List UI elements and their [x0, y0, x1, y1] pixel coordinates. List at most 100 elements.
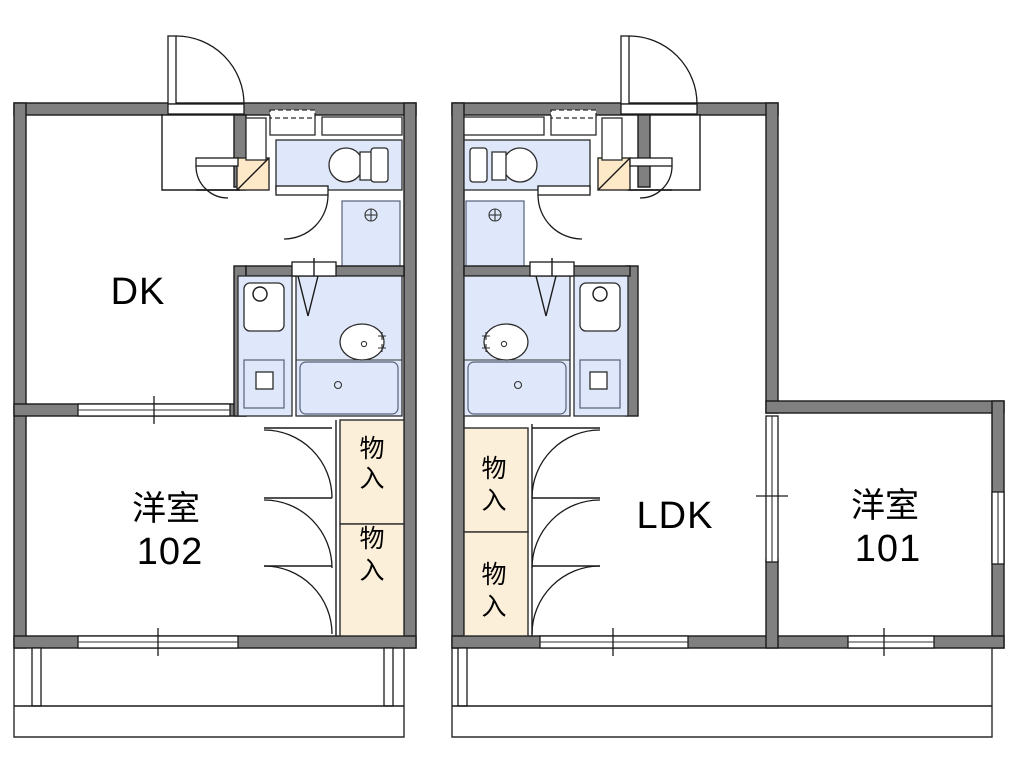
entrance-door-swing-101 — [628, 35, 698, 105]
kitchen-burner-101 — [589, 371, 608, 390]
window-right-101[interactable] — [991, 491, 1005, 565]
toilet-room-102 — [275, 139, 403, 240]
closets-101: 物 入 物 入 — [463, 424, 601, 637]
entrance-door-101[interactable] — [620, 35, 698, 115]
entrance-tile-diag-102 — [236, 157, 270, 191]
genkan-door-swing-102 — [195, 165, 229, 199]
closet-swing-upper-102 — [263, 429, 333, 499]
overhead-cupboards-102 — [269, 109, 403, 136]
wall-entry-vert-101 — [637, 114, 651, 188]
bedroom-label-jp-101: 洋室 — [851, 487, 919, 525]
washbasin-drain-101 — [500, 340, 508, 348]
wall-partition-bedroom-101 — [765, 559, 779, 649]
entrance-tile-diag-101 — [597, 157, 631, 191]
genkan-101 — [597, 114, 701, 199]
bathtub-drain-102 — [333, 380, 343, 390]
bedroom-102: 洋室 102 — [132, 490, 203, 573]
closet-upper-label-102: 物 — [359, 434, 384, 463]
closet-swing-upper-101 — [531, 429, 601, 499]
entrance-threshold-102 — [167, 103, 245, 115]
entrance-door-leaf-102[interactable] — [167, 35, 177, 105]
kitchen-faucet-101 — [592, 286, 608, 302]
toilet-door-leaf-102[interactable] — [275, 185, 329, 196]
balcony-outline-102 — [13, 648, 405, 738]
ldk-label-101: LDK — [637, 495, 714, 537]
wall-right-upper-101 — [765, 102, 779, 414]
wall-left-102 — [13, 102, 27, 649]
balcony-outline-101 — [451, 648, 993, 738]
closet-lower-label2-101: 入 — [481, 592, 506, 621]
genkan-step-101 — [629, 157, 673, 167]
overhead-cupboard-dashed-101 — [550, 109, 597, 119]
toilet-bowl-102 — [328, 147, 364, 183]
closet-swing-lower-102 — [263, 565, 333, 635]
entrance-threshold-101 — [620, 103, 698, 115]
wall-left-101 — [451, 102, 465, 649]
washbasin-taps-101 — [482, 332, 490, 352]
closet-lower-label-102: 物 — [359, 524, 384, 553]
wall-step-101 — [765, 400, 1005, 414]
closet-upper-102[interactable] — [339, 419, 405, 525]
washing-machine-space-102 — [341, 200, 401, 270]
bathroom-101 — [463, 258, 575, 417]
bath-door-arrow-102 — [297, 275, 319, 317]
genkan-102 — [161, 114, 270, 199]
balcony-rail-left-102 — [31, 647, 42, 707]
toilet-seat-link-101 — [491, 151, 507, 181]
toilet-bowl-101 — [502, 147, 538, 183]
entrance-door-102[interactable] — [167, 35, 245, 115]
shoe-cabinet-102 — [245, 117, 267, 161]
closet-swing-mid-102 — [263, 499, 333, 569]
bedroom-label-num-102: 102 — [137, 531, 203, 573]
wall-top-101 — [451, 102, 779, 116]
bedroom-label-num-101: 101 — [855, 528, 921, 570]
toilet-tank-102 — [370, 147, 389, 183]
closet-upper-label-101: 物 — [481, 454, 506, 483]
overhead-cupboards-101 — [463, 109, 597, 136]
washbasin-drain-102 — [360, 340, 368, 348]
toilet-door-swing-102 — [283, 194, 329, 240]
bathtub-102 — [299, 361, 399, 415]
balcony-rail-right-102 — [383, 647, 394, 707]
overhead-cupboard-dashed-102 — [269, 109, 316, 119]
closet-lower-102[interactable] — [339, 523, 405, 637]
closet-upper-101[interactable] — [463, 427, 529, 533]
wall-right-102 — [403, 102, 417, 649]
entrance-door-swing-102 — [175, 35, 245, 105]
balcony-101 — [451, 647, 993, 738]
balcony-rail-left-101 — [457, 647, 468, 707]
overhead-cupboard-left-101 — [463, 116, 545, 136]
genkan-door-swing-101 — [639, 165, 673, 199]
bath-door-arrow-101 — [535, 275, 557, 317]
kitchen-faucet-102 — [252, 286, 268, 302]
sliding-door-101[interactable] — [756, 415, 788, 563]
closet-upper-label2-101: 入 — [481, 486, 506, 515]
unit-101: 物 入 物 入 LDK 洋室 101 — [451, 35, 1005, 738]
kitchen-sink-basin-102 — [243, 282, 285, 332]
overhead-cupboard-right-102 — [321, 116, 403, 136]
washbasin-taps-102 — [378, 332, 386, 352]
closet-swing-mid-101 — [531, 499, 601, 569]
kitchen-101 — [573, 275, 629, 417]
dk-label-102: DK — [111, 271, 166, 313]
toilet-tank-101 — [469, 147, 488, 183]
genkan-step-102 — [195, 157, 239, 167]
entrance-door-leaf-101[interactable] — [620, 35, 630, 105]
balcony-102 — [13, 647, 405, 738]
toilet-door-leaf-101[interactable] — [537, 185, 591, 196]
kitchen-burner-102 — [255, 371, 274, 390]
closet-lower-101[interactable] — [463, 531, 529, 637]
kitchen-102 — [237, 275, 293, 417]
closets-102: 物 入 物 入 — [263, 419, 405, 637]
closet-swing-lower-101 — [531, 565, 601, 635]
toilet-door-swing-101 — [537, 194, 583, 240]
overhead-cupboard-left-102 — [269, 116, 316, 136]
bathroom-102 — [291, 258, 403, 417]
bedroom-label-jp-102: 洋室 — [132, 490, 200, 528]
bathtub-drain-101 — [513, 380, 523, 390]
windows-102 — [77, 396, 239, 656]
bedroom-101: 洋室 101 — [851, 487, 921, 570]
shoe-cabinet-101 — [601, 117, 623, 161]
